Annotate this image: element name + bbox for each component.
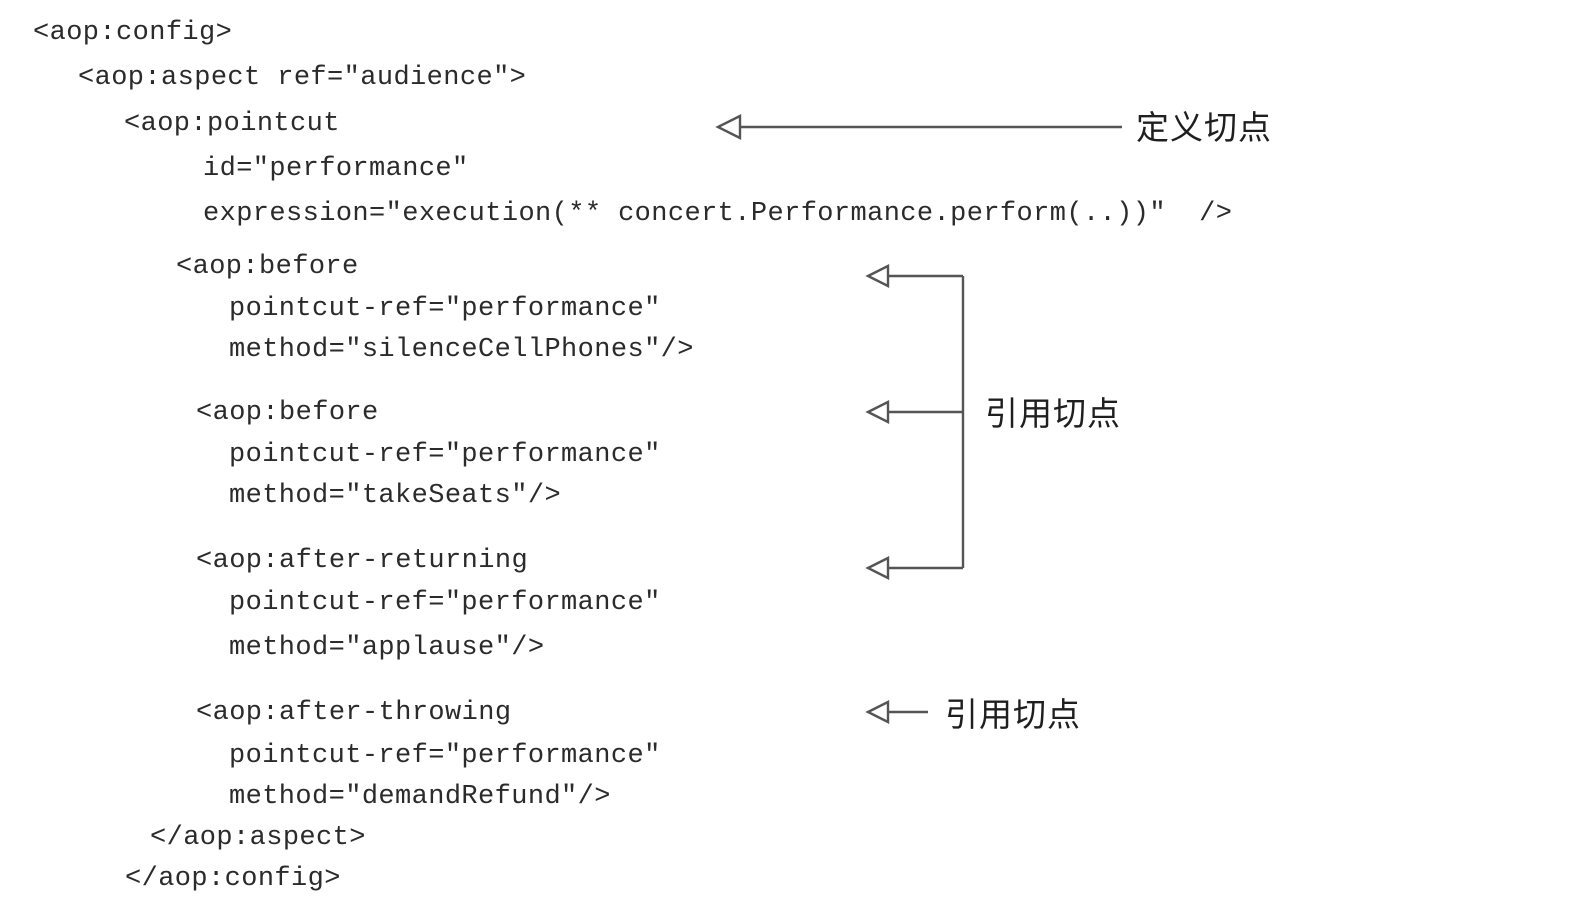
- code-line: <aop:before: [196, 398, 379, 428]
- annotation-label-define-pointcut: 定义切点: [1136, 108, 1272, 147]
- code-line: method="applause"/>: [229, 633, 545, 663]
- code-line: pointcut-ref="performance": [229, 294, 661, 324]
- code-line: <aop:before: [176, 252, 359, 282]
- annotation-label-reference-pointcut-short: 引用切点: [945, 695, 1081, 734]
- code-line: <aop:aspect ref="audience">: [78, 63, 527, 93]
- annotation-label-reference-pointcut-bracket: 引用切点: [985, 394, 1121, 433]
- code-line: <aop:pointcut: [124, 109, 340, 139]
- code-line: pointcut-ref="performance": [229, 588, 661, 618]
- code-line: <aop:config>: [33, 18, 233, 48]
- code-line: pointcut-ref="performance": [229, 440, 661, 470]
- code-line: pointcut-ref="performance": [229, 741, 661, 771]
- code-line: id="performance": [203, 154, 469, 184]
- code-line: expression="execution(** concert.Perform…: [203, 199, 1233, 229]
- code-line: method="takeSeats"/>: [229, 481, 562, 511]
- code-line: <aop:after-throwing: [196, 698, 512, 728]
- code-line: <aop:after-returning: [196, 546, 529, 576]
- code-line: </aop:config>: [125, 864, 341, 894]
- code-line: </aop:aspect>: [150, 823, 366, 853]
- code-line: method="silenceCellPhones"/>: [229, 335, 694, 365]
- code-line: method="demandRefund"/>: [229, 782, 611, 812]
